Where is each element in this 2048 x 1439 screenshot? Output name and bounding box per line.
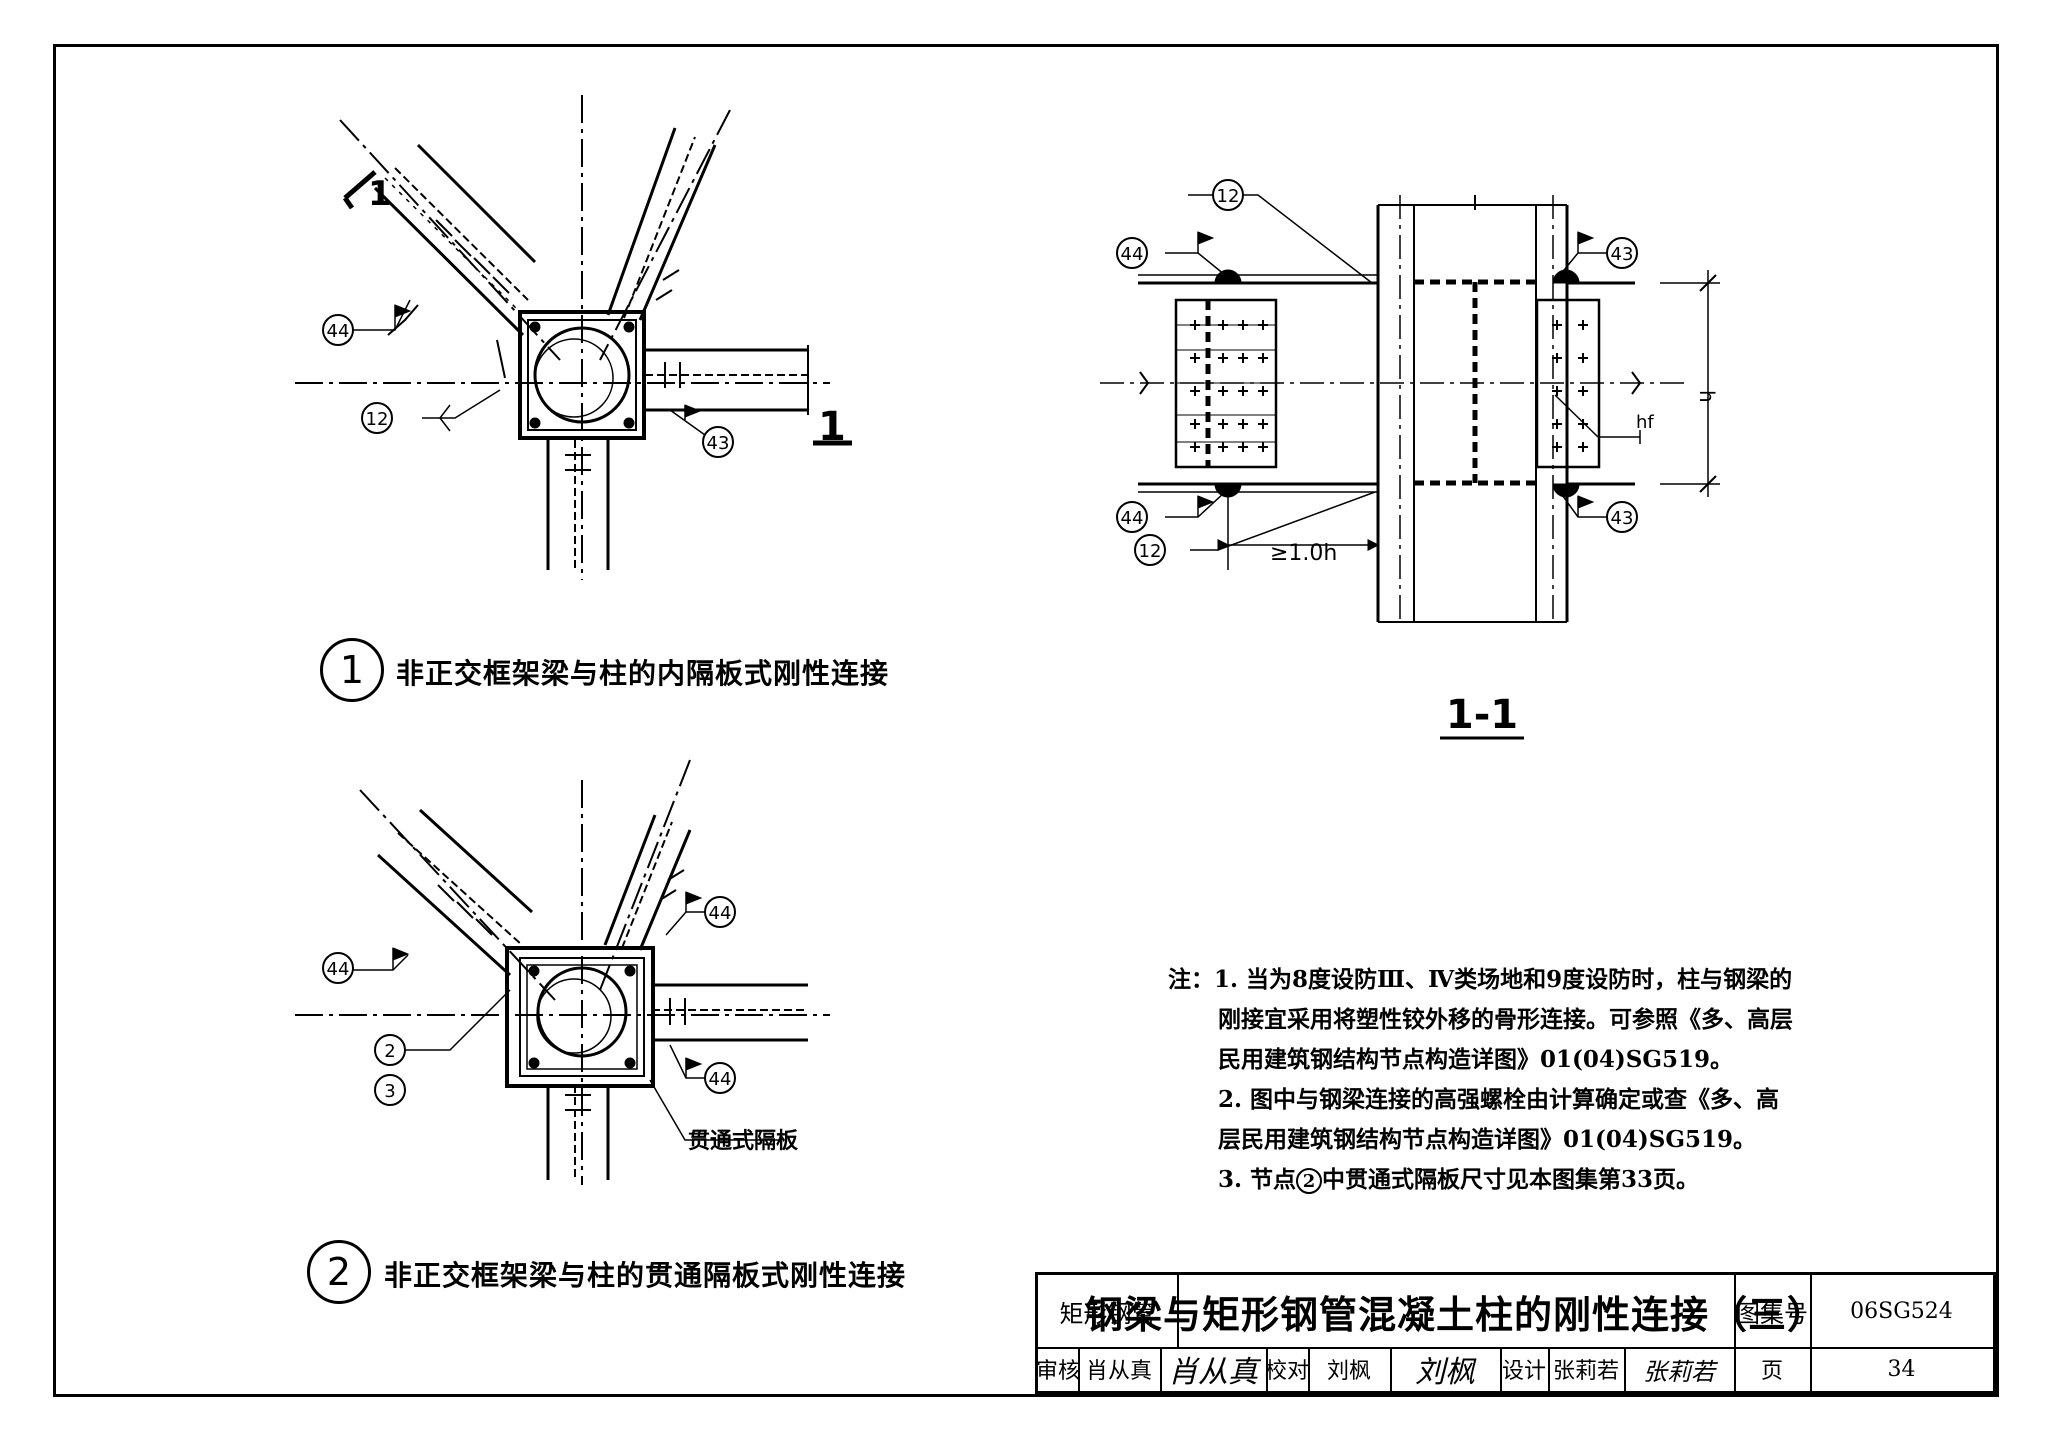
note-3-node-ref: 2 — [1296, 1168, 1323, 1194]
column-section-2 — [505, 946, 655, 1088]
svg-text:12: 12 — [1139, 541, 1162, 562]
diagonal-beam-right-2 — [603, 814, 692, 951]
bolt-group-left — [1189, 320, 1269, 453]
dim-min-label: ≥1.0h — [1270, 541, 1337, 566]
svg-text:3: 3 — [384, 1081, 395, 1102]
svg-text:44: 44 — [709, 903, 732, 924]
weld-ref-12-d1: 12 — [361, 402, 393, 434]
svg-text:2: 2 — [384, 1041, 395, 1062]
column-section-1 — [518, 310, 646, 440]
svg-text:44: 44 — [327, 959, 350, 980]
note-2-line-1: 2. 图中与钢梁连接的高强螺栓由计算确定或查《多、高 — [1218, 1086, 1780, 1113]
design-label: 设计 — [1501, 1359, 1546, 1384]
section-cut-mark-left: 1 — [368, 174, 392, 214]
bolt-group-right — [1551, 320, 1589, 453]
note-1-line-1: 1. 当为8度设防Ⅲ、Ⅳ类场地和9度设防时，柱与钢梁的 — [1214, 966, 1793, 993]
horizontal-beam-right-2 — [652, 983, 808, 1042]
weld-ref-2-d2: 2 — [374, 1034, 406, 1066]
svg-text:44: 44 — [327, 321, 350, 342]
weld-ref-44-sec-bottom: 44 — [1116, 501, 1148, 533]
weld-ref-12-sec-bottom: 12 — [1134, 534, 1166, 566]
weld-ref-43-sec-bottom: 43 — [1606, 501, 1638, 533]
bottom-beam — [546, 440, 610, 570]
bottom-beam-2 — [546, 1085, 610, 1180]
atlas-label: 图集号 — [1736, 1299, 1808, 1328]
note-1-line-3: 民用建筑钢结构节点构造详图》01(04)SG519。 — [1218, 1046, 1734, 1073]
drawing-frame — [53, 44, 1999, 1397]
detail-1-drawing — [295, 95, 852, 580]
note-2-line-2: 层民用建筑钢结构节点构造详图》01(04)SG519。 — [1218, 1126, 1757, 1153]
review-name: 肖从真 — [1085, 1359, 1152, 1384]
weld-ref-44-sec-top: 44 — [1116, 237, 1148, 269]
svg-text:44: 44 — [709, 1069, 732, 1090]
title-block: 矩形钢管 钢梁与矩形钢管混凝土柱的刚性连接（三） 图集号 06SG524 审核 … — [1035, 1272, 1996, 1394]
notes: 注：1. 当为8度设防Ⅲ、Ⅳ类场地和9度设防时，柱与钢梁的 刚接宜采用将塑性铰外… — [1168, 960, 1793, 1200]
svg-text:12: 12 — [1217, 186, 1240, 207]
check-label: 校对 — [1265, 1359, 1310, 1384]
weld-ref-43-d1: 43 — [702, 426, 734, 458]
check-name: 刘枫 — [1326, 1359, 1371, 1384]
weld-ref-44-d1: 44 — [322, 314, 354, 346]
atlas-number: 06SG524 — [1850, 1298, 1953, 1324]
detail-1-number: 1 — [320, 638, 384, 702]
diagonal-beam-left — [373, 143, 537, 337]
page-label: 页 — [1760, 1359, 1783, 1384]
detail-1-caption: 非正交框架梁与柱的内隔板式刚性连接 — [396, 657, 890, 690]
section-cut-mark-right: 1 — [818, 404, 846, 450]
weld-ref-43-sec-top: 43 — [1606, 237, 1638, 269]
svg-text:44: 44 — [1121, 244, 1144, 265]
section-title: 1-1 — [1446, 692, 1518, 738]
page-number: 34 — [1887, 1356, 1916, 1382]
svg-text:43: 43 — [1611, 244, 1634, 265]
drawing-title: 钢梁与矩形钢管混凝土柱的刚性连接（三） — [1085, 1291, 1827, 1337]
splice-plate-right — [1535, 298, 1601, 469]
design-name: 张莉若 — [1552, 1359, 1619, 1384]
svg-text:12: 12 — [366, 409, 389, 430]
weld-ref-3-d2: 3 — [374, 1074, 406, 1106]
detail-2-number: 2 — [307, 1240, 371, 1304]
diagonal-beam-right — [606, 127, 717, 321]
svg-text:44: 44 — [1121, 508, 1144, 529]
dim-hf-label: hf — [1636, 412, 1654, 433]
svg-text:43: 43 — [1611, 508, 1634, 529]
weld-ref-44-d2-bottom: 44 — [704, 1062, 736, 1094]
through-plate-label: 贯通式隔板 — [688, 1128, 799, 1154]
design-signature: 张莉若 — [1643, 1357, 1715, 1386]
detail-2-caption: 非正交框架梁与柱的贯通隔板式刚性连接 — [384, 1259, 907, 1292]
check-signature: 刘枫 — [1415, 1355, 1475, 1390]
note-3-post: 中贯通式隔板尺寸见本图集第33页。 — [1322, 1166, 1700, 1193]
dim-h-label: h — [1695, 390, 1719, 403]
weld-ref-44-d2-left: 44 — [322, 952, 354, 984]
note-3-pre: 3. 节点 — [1218, 1166, 1297, 1193]
weld-ref-44-d2-top: 44 — [704, 896, 736, 928]
diagonal-beam-left-2 — [376, 808, 534, 977]
detail-2-drawing — [295, 759, 830, 1185]
weld-ref-12-sec-top: 12 — [1212, 179, 1244, 211]
svg-text:43: 43 — [707, 433, 730, 454]
notes-prefix: 注： — [1168, 966, 1214, 993]
review-label: 审核 — [1036, 1359, 1081, 1384]
review-signature: 肖从真 — [1168, 1355, 1258, 1390]
category-cell: 矩形钢管 — [1059, 1299, 1156, 1328]
note-1-line-2: 刚接宜采用将塑性铰外移的骨形连接。可参照《多、高层 — [1218, 1006, 1793, 1033]
horizontal-beam-right — [645, 345, 809, 415]
